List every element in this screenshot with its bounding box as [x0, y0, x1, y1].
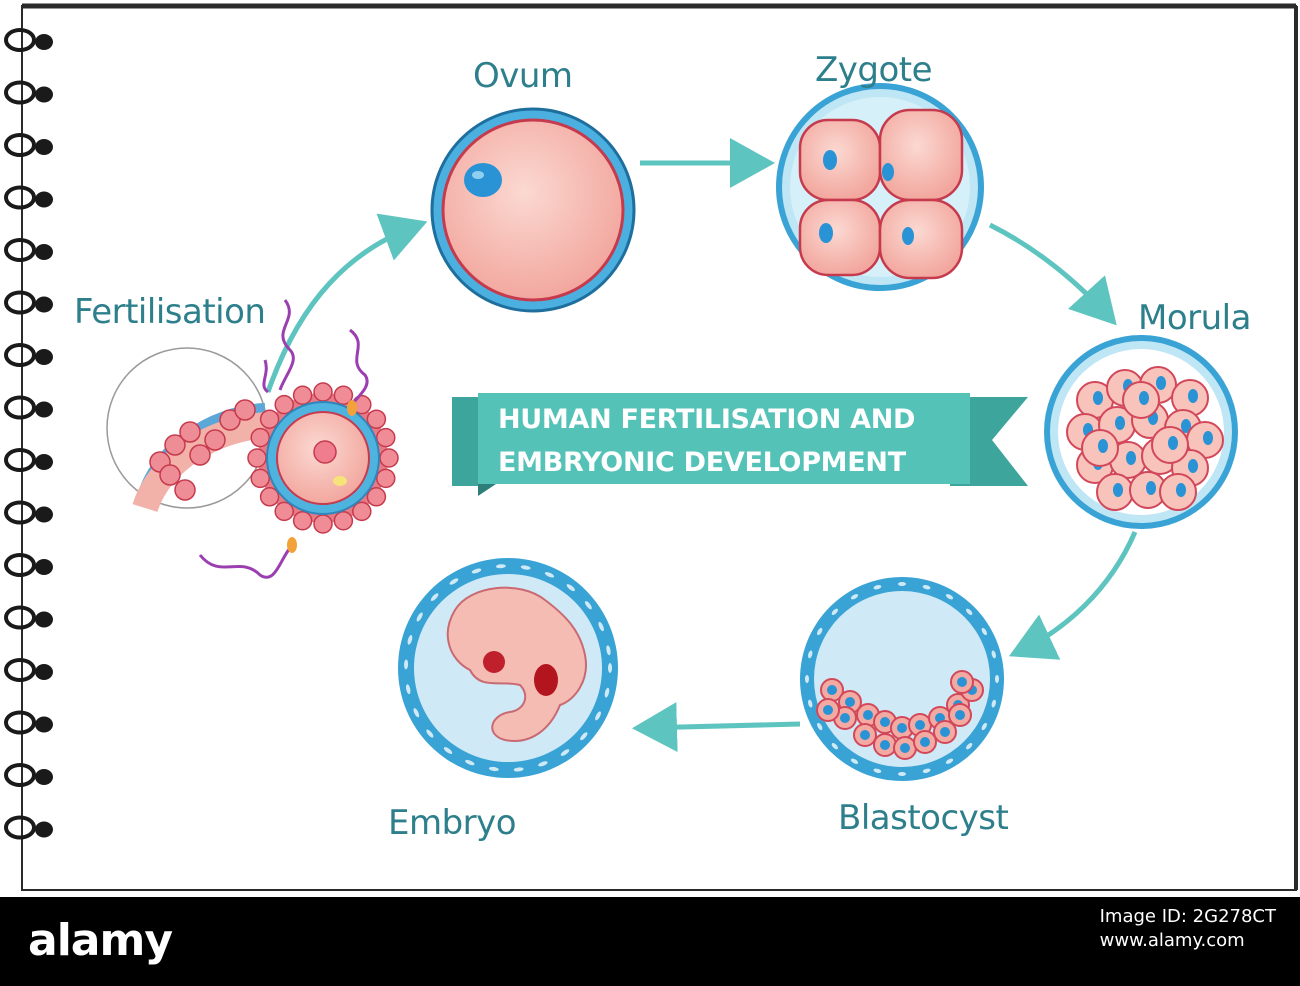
embryo-cell	[398, 558, 618, 778]
fertilisation-illustration	[106, 299, 399, 579]
cycle-arrows	[265, 138, 1138, 753]
spiral-ring	[4, 710, 53, 735]
title-banner	[452, 393, 1028, 496]
blastocyst-cell	[800, 577, 1004, 781]
image-id-line: Image ID: 2G278CT	[1099, 906, 1276, 927]
spiral-ring	[4, 553, 53, 577]
website-line: www.alamy.com	[1099, 930, 1245, 951]
spiral-ring	[4, 815, 53, 840]
spiral-ring	[4, 395, 53, 420]
spiral-ring	[4, 448, 53, 472]
spiral-ring	[4, 763, 53, 787]
arrow-morula-to-blastocyst	[1008, 531, 1138, 660]
spiral-ring	[4, 500, 53, 525]
alamy-logo: alamy	[28, 915, 173, 966]
spiral-ring	[4, 290, 53, 315]
label-morula: Morula	[1138, 298, 1251, 338]
title-line-1: HUMAN FERTILISATION AND	[498, 404, 916, 435]
ovum-cell	[430, 107, 636, 313]
spiral-ring	[4, 28, 53, 52]
label-blastocyst: Blastocyst	[838, 798, 1009, 838]
zygote-cell	[776, 83, 984, 291]
title-line-2: EMBRYONIC DEVELOPMENT	[498, 447, 906, 478]
label-zygote: Zygote	[815, 50, 933, 90]
spiral-ring	[4, 238, 53, 262]
watermark-footer: alamy Image ID: 2G278CT www.alamy.com	[0, 897, 1300, 986]
spiral-binding	[4, 28, 53, 840]
spiral-ring	[4, 133, 53, 157]
label-fertilisation: Fertilisation	[74, 292, 266, 332]
arrow-blastocyst-to-embryo	[632, 702, 801, 753]
arrow-fertilisation-to-ovum	[265, 213, 428, 393]
morula-cell	[1044, 335, 1238, 529]
arrow-zygote-to-morula	[988, 222, 1117, 326]
spiral-ring	[4, 343, 53, 367]
image-id: Image ID: 2G278CT www.alamy.com	[1100, 905, 1276, 953]
spiral-ring	[4, 605, 53, 630]
spiral-ring	[4, 658, 53, 682]
diagram-title: HUMAN FERTILISATION AND EMBRYONIC DEVELO…	[498, 398, 915, 484]
label-ovum: Ovum	[473, 56, 573, 96]
label-embryo: Embryo	[388, 803, 517, 843]
spiral-ring	[4, 185, 53, 210]
spiral-ring	[4, 80, 53, 105]
